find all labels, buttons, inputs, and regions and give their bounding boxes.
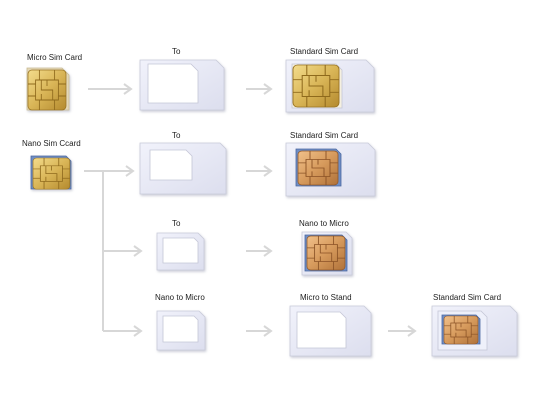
label-to: To [172,219,181,228]
standard-adapter-with-stacked-nano-sim [431,305,518,357]
label-standard-sim-card: Standard Sim Card [290,131,359,140]
standard-adapter-with-nano-sim [285,142,376,197]
label-to: To [172,47,181,56]
label-standard-sim-card: Standard Sim Card [433,293,502,302]
micro-adapter [156,232,205,271]
label-nano-to-micro: Nano to Micro [155,293,205,302]
arrow-head [263,325,273,337]
arrow-head [263,165,273,177]
arrow-head [133,325,143,337]
connector-arrows [84,83,417,337]
arrow-head [407,325,417,337]
arrow-head [263,245,273,257]
micro-adapter-with-nano-sim [301,231,353,276]
standard-adapter [139,59,225,111]
arrow-head [123,83,133,95]
label-standard-sim-card: Standard Sim Card [290,47,359,56]
label-to: To [172,131,181,140]
label-nano-sim-card: Nano Sim Ccard [22,139,81,148]
label-nano-to-micro: Nano to Micro [299,219,349,228]
arrow-head [133,245,143,257]
arrow-head [125,165,135,177]
label-micro-sim-card: Micro Sim Card [27,53,83,62]
standard-adapter-nano [139,142,227,195]
label-micro-to-stand: Micro to Stand [300,293,352,302]
micro-sim-card [26,67,70,111]
nano-to-micro-adapter [156,310,206,351]
micro-to-standard-adapter [289,305,372,357]
arrow-head [263,83,273,95]
standard-adapter-with-micro-sim [285,59,375,113]
nano-sim-card [30,155,72,190]
